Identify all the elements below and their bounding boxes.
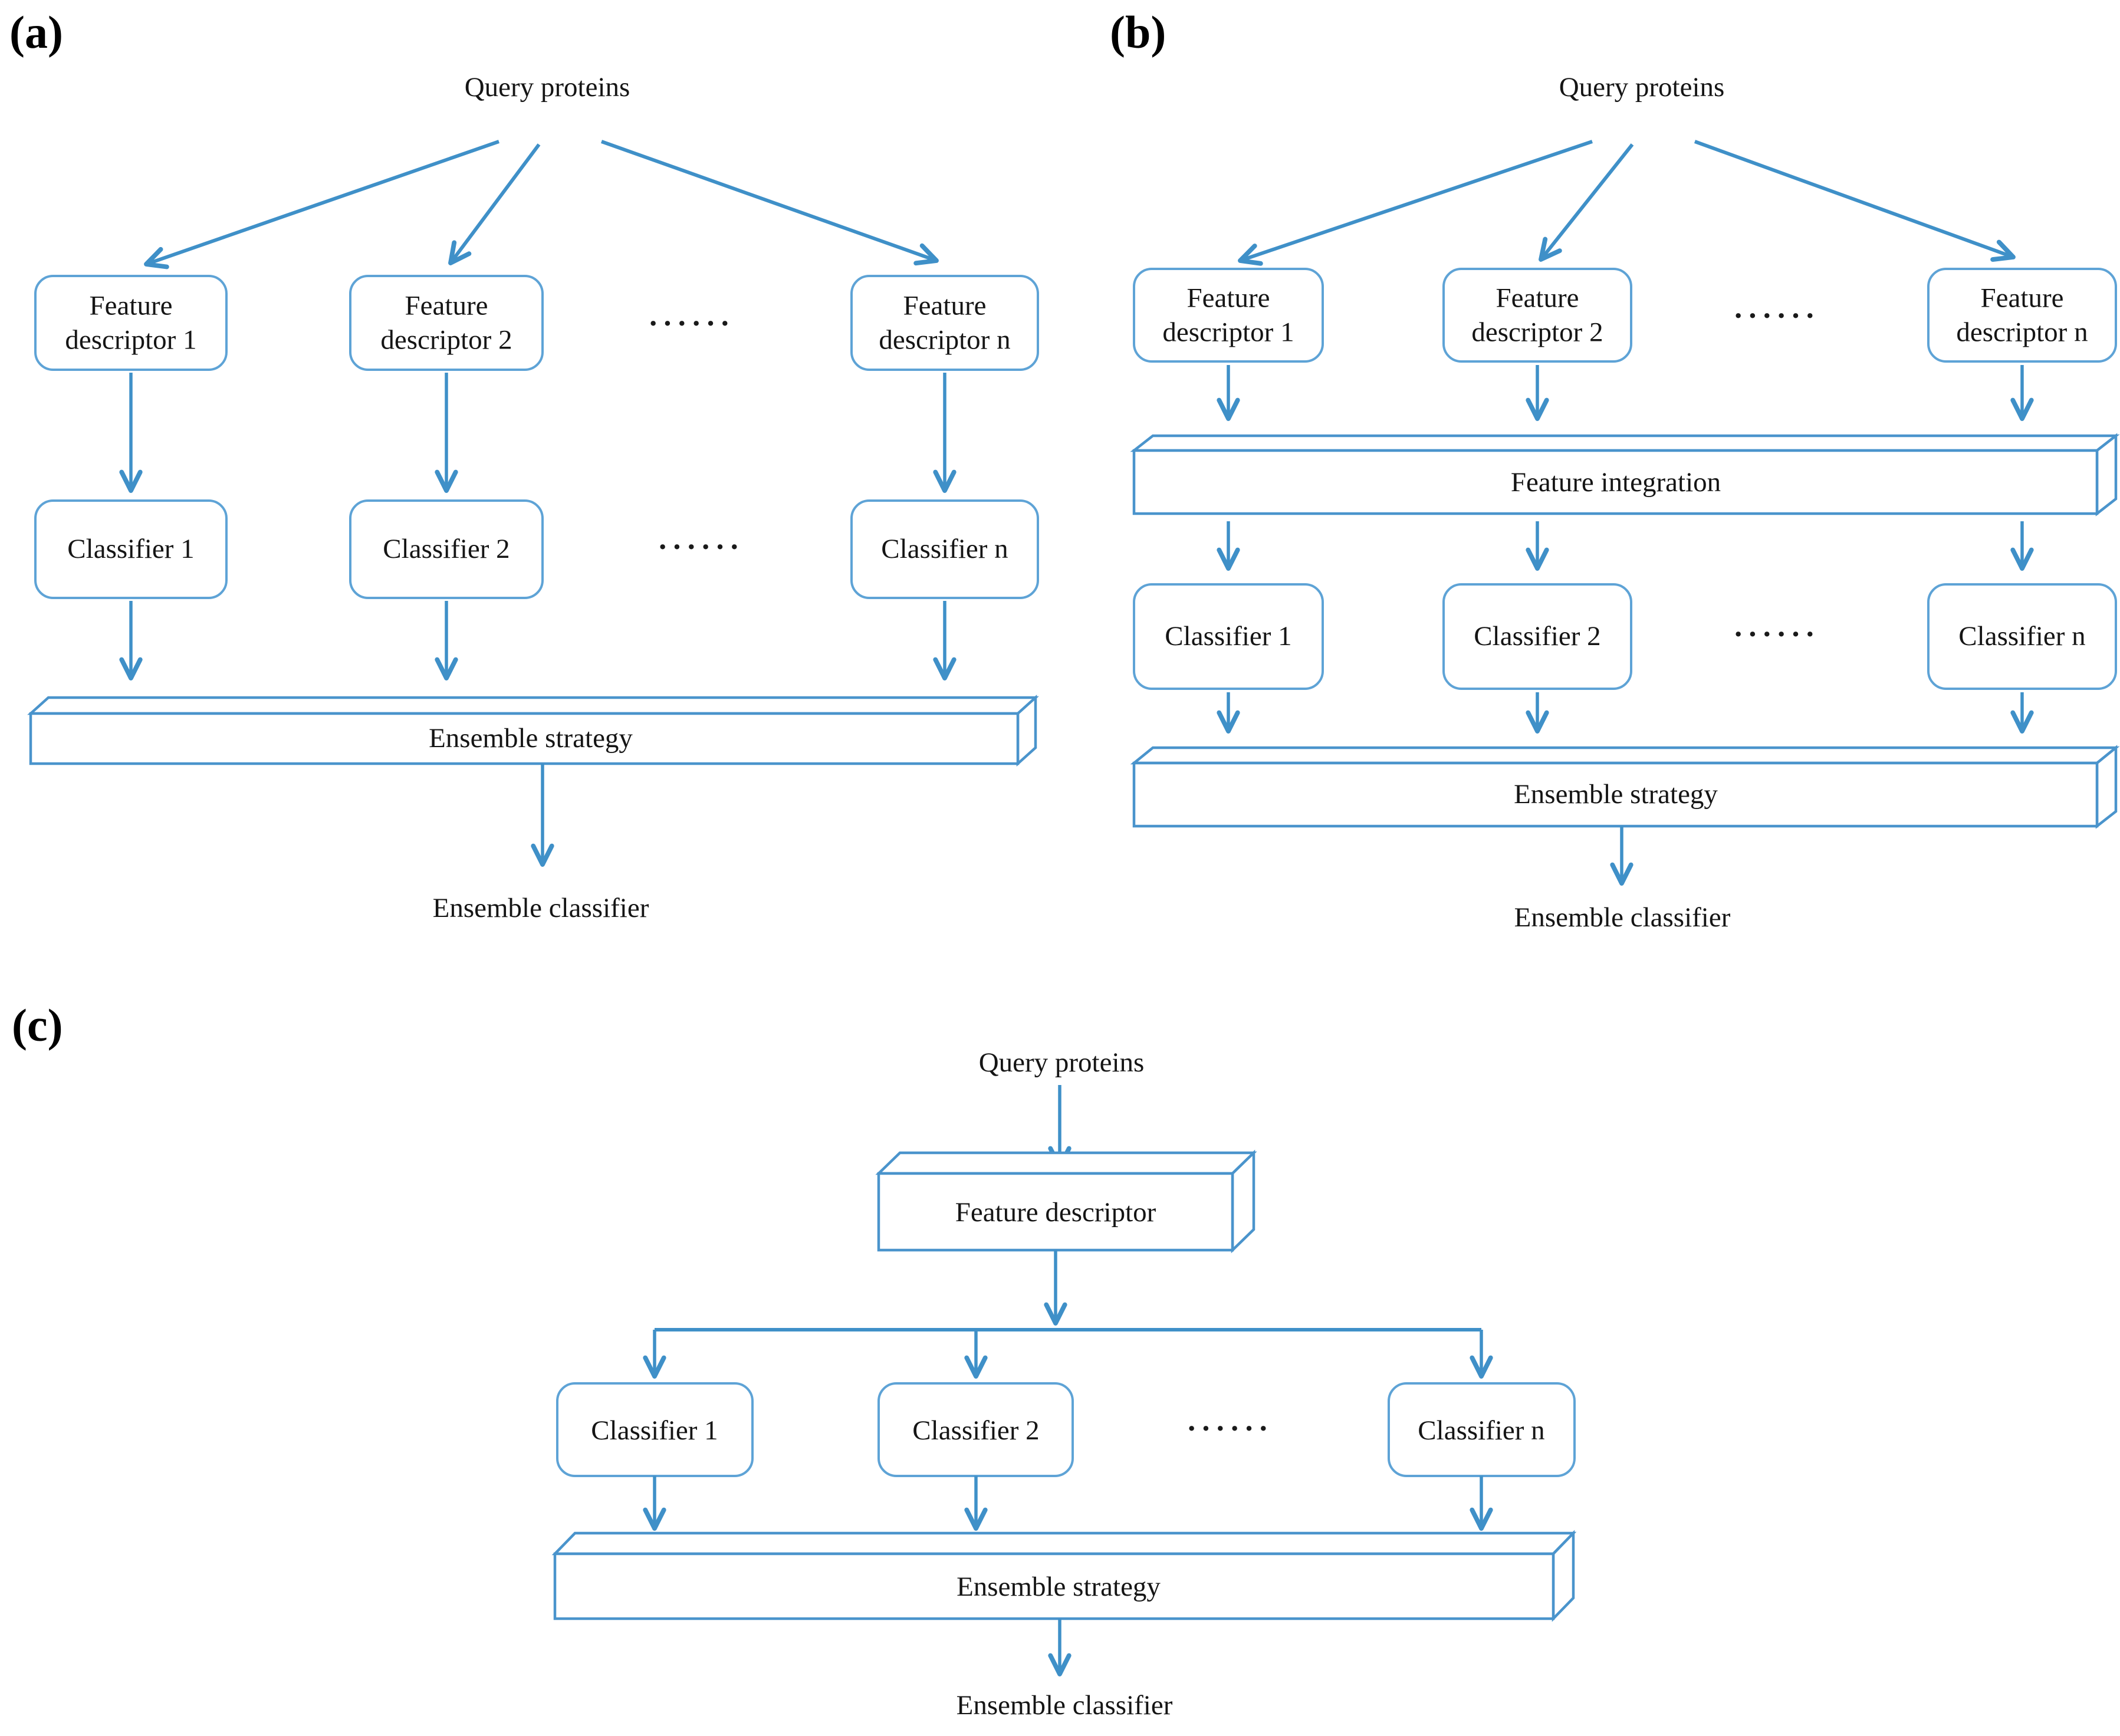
panel-a-feature-descriptor-1-label: Feature descriptor 1 (65, 290, 197, 356)
panel-c-ensemble-strategy-bar-front (553, 1552, 1555, 1620)
panel-a-label: (a) (9, 6, 63, 58)
panel-a-arrow-query-to-fd2 (448, 143, 541, 265)
panel-b-feature-integration-bar-top (1130, 434, 2120, 452)
panel-a-descriptor-row-ellipsis: ······ (647, 307, 735, 341)
panel-a-ensemble-strategy-bar-top (27, 696, 1039, 715)
panel-a-classifier-n-box (850, 499, 1039, 599)
panel-b-classifier-1-label: Classifier 1 (1165, 620, 1292, 652)
panel-b-ensemble-strategy-label: Ensemble strategy (1514, 778, 1718, 810)
panel-b-feature-integration-bar-front (1132, 449, 2099, 515)
panel-c-feature-descriptor-box-top (875, 1151, 1257, 1175)
panel-a-ensemble-strategy-label: Ensemble strategy (429, 722, 633, 754)
panel-b-label: (b) (1110, 6, 1166, 58)
panel-a-classifier-2-label: Classifier 2 (383, 533, 510, 564)
panel-b-feature-descriptor-2-box (1442, 268, 1632, 363)
panel-c-feature-descriptor-label: Feature descriptor (955, 1196, 1156, 1228)
panel-b-feature-descriptor-n-box (1927, 268, 2117, 363)
panel-a-ensemble-strategy-bar-front (29, 712, 1020, 765)
panel-b-arrow-query-to-fd2 (1539, 143, 1634, 262)
panel-b-arrow-query-to-fd1 (1238, 140, 1593, 266)
panel-c-classifier-row-ellipsis: ······ (1186, 1412, 1273, 1446)
panel-a-arrow-query-to-fd1 (144, 140, 499, 269)
panel-c-flowchart (551, 1085, 1577, 1676)
panel-b-classifier-2-label: Classifier 2 (1474, 620, 1601, 652)
panel-a-classifier-n-label: Classifier n (881, 533, 1008, 564)
panel-c-ensemble-classifier-label: Ensemble classifier (956, 1689, 1173, 1721)
panel-b-classifier-1-box (1133, 583, 1324, 690)
panel-b-feature-descriptor-1-box (1133, 268, 1324, 363)
panel-a-flowchart (27, 140, 1039, 867)
panel-b-query-proteins-label: Query proteins (1559, 71, 1725, 103)
panel-b-feature-descriptor-n-label: Feature descriptor n (1956, 282, 2088, 348)
panel-b-flowchart (1130, 140, 2120, 886)
panel-c-classifier-n-label: Classifier n (1418, 1415, 1545, 1446)
panel-b-feature-integration-label: Feature integration (1510, 466, 1721, 498)
panel-b-arrow-query-to-fdn (1694, 140, 2016, 262)
panel-b-feature-descriptor-2-label: Feature descriptor 2 (1471, 282, 1603, 348)
panel-b-descriptor-row-ellipsis: ······ (1733, 299, 1820, 333)
panel-b-classifier-2-box (1442, 583, 1632, 690)
panel-c-label: (c) (12, 999, 63, 1051)
panel-b-classifier-row-ellipsis: ······ (1733, 617, 1820, 652)
panel-c-ensemble-strategy-bar-top (551, 1531, 1577, 1556)
panel-a-ensemble-classifier-label: Ensemble classifier (432, 892, 649, 923)
panel-c-classifier-2-label: Classifier 2 (912, 1415, 1040, 1446)
panel-a-feature-descriptor-2-box (349, 275, 544, 371)
panel-a-classifier-1-box (34, 499, 228, 599)
panel-c-feature-descriptor-box-front (877, 1172, 1234, 1252)
panel-b-ensemble-strategy-bar-front (1132, 761, 2099, 828)
panel-b-feature-integration-bar-side (2095, 433, 2118, 517)
panel-a-feature-descriptor-2-label: Feature descriptor 2 (380, 290, 512, 356)
panel-a-query-proteins-label: Query proteins (464, 71, 630, 103)
panel-c-ensemble-strategy-label: Ensemble strategy (957, 1571, 1161, 1602)
panel-a-feature-descriptor-n-box (850, 275, 1039, 371)
panel-b-classifier-n-box (1927, 583, 2117, 690)
panel-b-classifier-n-label: Classifier n (1958, 620, 2086, 652)
panel-a-classifier-row-ellipsis: ······ (657, 530, 744, 564)
panel-b-ensemble-strategy-bar-side (2095, 745, 2118, 829)
panel-a-classifier-1-label: Classifier 1 (67, 533, 195, 564)
panel-c-classifier-1-label: Classifier 1 (591, 1415, 718, 1446)
panel-b-ensemble-classifier-label: Ensemble classifier (1514, 902, 1731, 933)
panel-a-classifier-2-box (349, 499, 544, 599)
panel-c-query-proteins-label: Query proteins (978, 1047, 1145, 1078)
panel-b-feature-descriptor-1-label: Feature descriptor 1 (1162, 282, 1294, 348)
panel-a-feature-descriptor-n-label: Feature descriptor n (879, 290, 1011, 356)
panel-b-ensemble-strategy-bar-top (1130, 746, 2120, 765)
panel-a-feature-descriptor-1-box (34, 275, 228, 371)
panel-a-arrow-query-to-fdn (600, 140, 939, 266)
